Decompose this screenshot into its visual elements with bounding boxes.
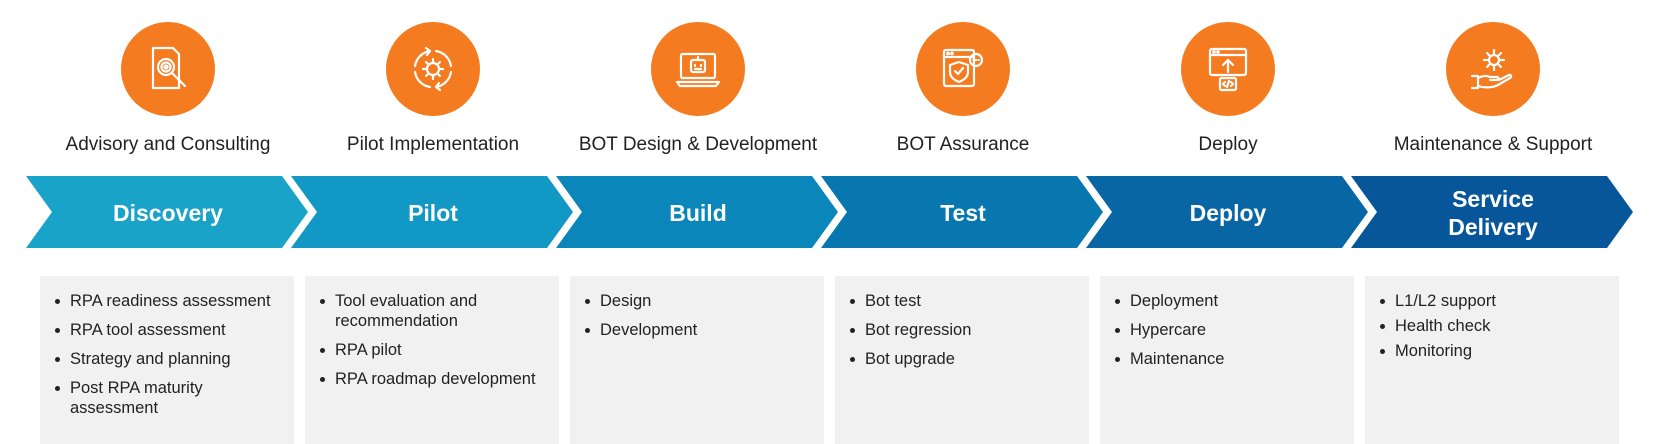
stage-service-delivery: Service Delivery (1378, 178, 1608, 248)
phase-label-4: BOT Assurance (896, 134, 1030, 155)
phase-icon-4 (916, 22, 1010, 116)
list-item: Monitoring (1379, 341, 1611, 361)
stage-title-text: Service Delivery (1448, 186, 1538, 240)
phase-icon-2 (386, 22, 480, 116)
phase-label-5: Deploy (1198, 134, 1258, 155)
list-item: Strategy and planning (54, 349, 286, 369)
stage-title-text: Deploy (1189, 200, 1267, 226)
stage-title-text: Test (940, 200, 986, 226)
activity-box-build: Design Development (570, 276, 824, 444)
phase-icon-3 (651, 22, 745, 116)
laptop-bot-icon (675, 52, 721, 88)
stage-title-text: Discovery (113, 200, 223, 226)
stage-test: Test (848, 178, 1078, 248)
activity-box-discovery: RPA readiness assessment RPA tool assess… (40, 276, 294, 444)
list-item: Post RPA maturity assessment (54, 378, 286, 418)
list-item: Bot regression (849, 320, 1081, 340)
list-item: Deployment (1114, 291, 1346, 311)
gear-cycle-icon (413, 46, 453, 92)
list-item: RPA readiness assessment (54, 291, 286, 311)
phase-label-2: Pilot Implementation (346, 134, 520, 155)
phase-label-1: Advisory and Consulting (65, 134, 271, 155)
list-item: RPA roadmap development (319, 369, 551, 389)
phase-icon-6 (1446, 22, 1540, 116)
stage-build: Build (583, 178, 813, 248)
stage-discovery: Discovery (53, 178, 283, 248)
stage-deploy: Deploy (1113, 178, 1343, 248)
upload-code-icon (1208, 47, 1248, 92)
stage-title-text: Pilot (408, 200, 458, 226)
list-item: L1/L2 support (1379, 291, 1611, 311)
list-item: Hypercare (1114, 320, 1346, 340)
hand-gear-icon (1470, 48, 1513, 90)
phase-icon-1 (121, 22, 215, 116)
stage-title-text: Build (669, 200, 727, 226)
phase-label-3: BOT Design & Development (578, 134, 818, 155)
phase-icon-5 (1181, 22, 1275, 116)
list-item: RPA tool assessment (54, 320, 286, 340)
shield-check-icon (942, 48, 984, 88)
document-search-icon (151, 46, 187, 90)
list-item: Tool evaluation and recommendation (319, 291, 551, 331)
activity-box-deploy: Deployment Hypercare Maintenance (1100, 276, 1354, 444)
list-item: Maintenance (1114, 349, 1346, 369)
list-item: Design (584, 291, 816, 311)
activity-box-pilot: Tool evaluation and recommendation RPA p… (305, 276, 559, 444)
list-item: Bot test (849, 291, 1081, 311)
activity-box-test: Bot test Bot regression Bot upgrade (835, 276, 1089, 444)
list-item: RPA pilot (319, 340, 551, 360)
phase-label-6: Maintenance & Support (1393, 134, 1593, 155)
list-item: Development (584, 320, 816, 340)
stage-pilot: Pilot (318, 178, 548, 248)
list-item: Health check (1379, 316, 1611, 336)
activity-box-service-delivery: L1/L2 support Health check Monitoring (1365, 276, 1619, 444)
list-item: Bot upgrade (849, 349, 1081, 369)
